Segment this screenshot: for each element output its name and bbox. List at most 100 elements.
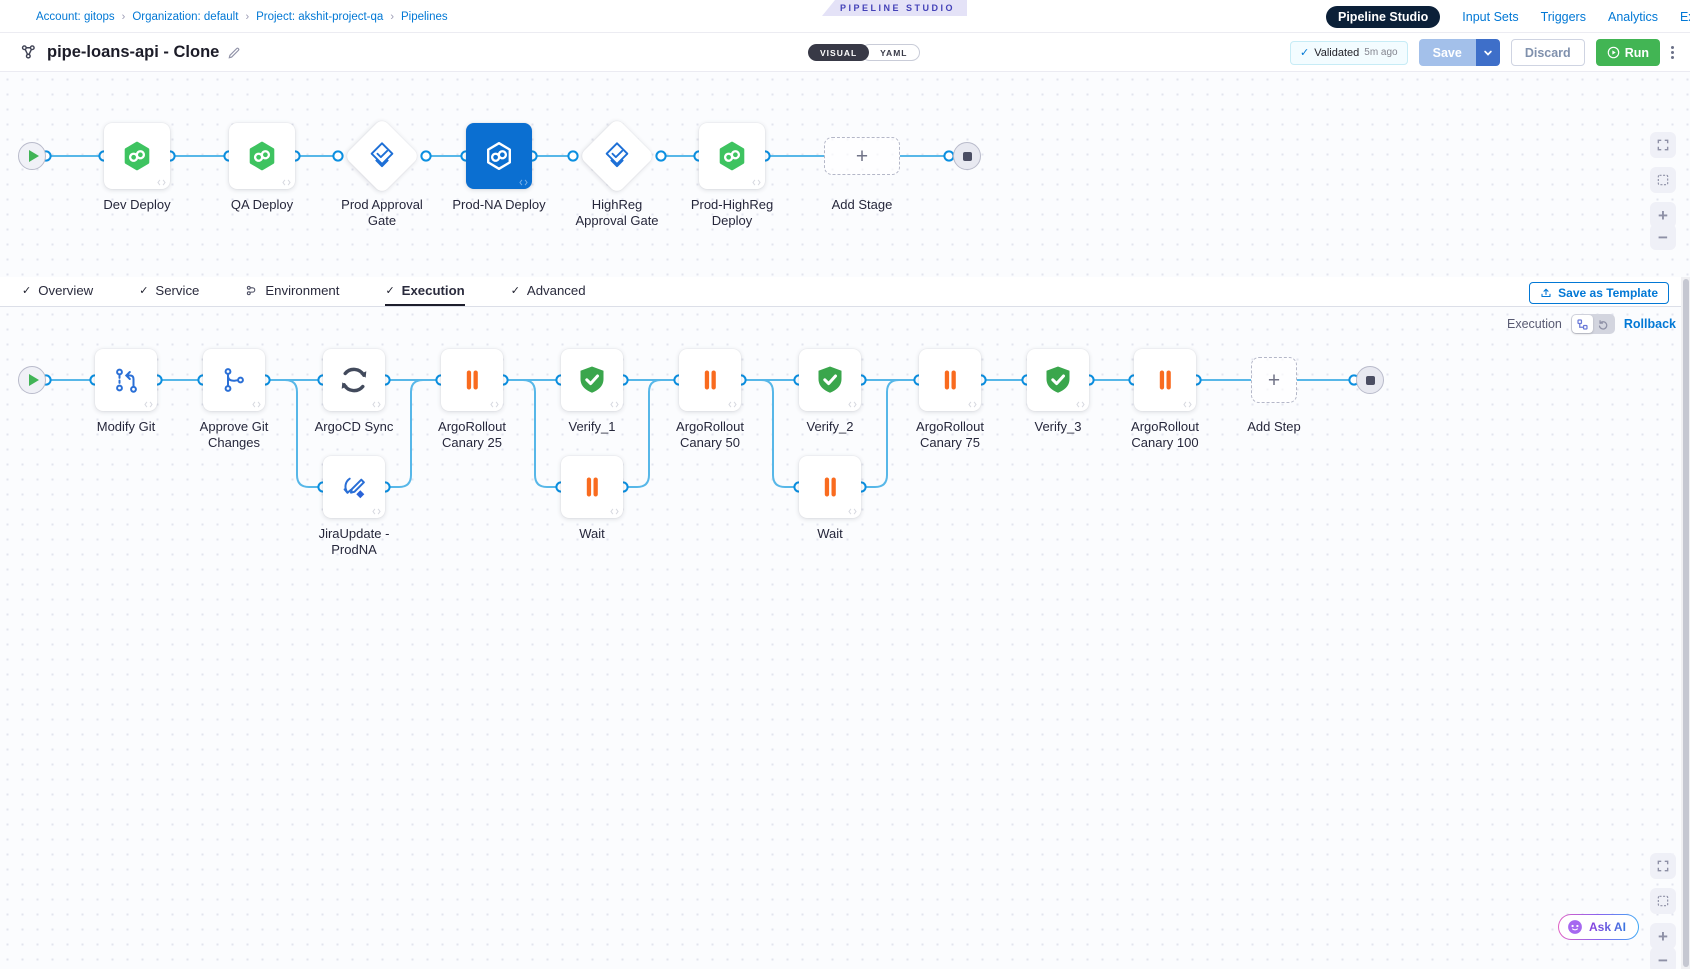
check-icon: ✓ bbox=[510, 285, 520, 297]
breadcrumb-organization[interactable]: Organization: default bbox=[132, 10, 239, 23]
vertical-scrollbar[interactable] bbox=[1681, 277, 1690, 969]
node-id-icon bbox=[282, 179, 291, 186]
step-node-verify-3[interactable] bbox=[1027, 349, 1089, 411]
tab-environment[interactable]: Environment bbox=[245, 277, 339, 306]
zoom-out-button[interactable]: − bbox=[1650, 947, 1676, 969]
add-step-label: Add Step bbox=[1247, 419, 1301, 434]
pause-icon bbox=[1150, 365, 1180, 395]
fullscreen-button[interactable] bbox=[1650, 853, 1676, 879]
breadcrumb-separator: › bbox=[121, 10, 126, 23]
plus-icon: + bbox=[855, 144, 869, 168]
node-id-icon bbox=[610, 508, 619, 515]
zoom-in-button[interactable]: + bbox=[1650, 923, 1676, 949]
scrollbar-thumb[interactable] bbox=[1682, 279, 1689, 967]
step-label: ArgoRollout Canary 25 bbox=[438, 419, 506, 450]
stage-label: Prod-HighReg Deploy bbox=[690, 197, 774, 228]
node-id-icon bbox=[144, 401, 153, 408]
breadcrumb-separator: › bbox=[245, 10, 250, 23]
stage-label: Dev Deploy bbox=[103, 197, 171, 212]
execution-canvas[interactable]: Execution Rollback bbox=[0, 307, 1690, 969]
tab-overview[interactable]: ✓ Overview bbox=[22, 283, 94, 298]
stop-icon bbox=[962, 151, 972, 161]
step-label: ArgoRollout Canary 75 bbox=[916, 419, 984, 450]
stage-node-dev-deploy[interactable] bbox=[104, 123, 170, 189]
node-id-icon bbox=[728, 401, 737, 408]
execution-rollback-toggle[interactable] bbox=[1570, 314, 1615, 334]
pause-icon bbox=[815, 472, 845, 502]
yaml-mode-button[interactable]: YAML bbox=[861, 44, 921, 61]
fullscreen-icon bbox=[1657, 139, 1669, 151]
stage-node-highreg-approval-gate[interactable] bbox=[578, 117, 656, 195]
nav-analytics[interactable]: Analytics bbox=[1607, 9, 1659, 24]
node-id-icon bbox=[372, 508, 381, 515]
nav-triggers[interactable]: Triggers bbox=[1540, 9, 1586, 24]
fullscreen-icon bbox=[1657, 860, 1669, 872]
nav-pipeline-studio[interactable]: Pipeline Studio bbox=[1326, 5, 1441, 28]
stage-start-node bbox=[18, 142, 46, 170]
edit-title-icon[interactable] bbox=[227, 46, 241, 60]
node-id-icon bbox=[157, 179, 166, 186]
tab-service[interactable]: ✓ Service bbox=[139, 283, 200, 298]
rollback-link[interactable]: Rollback bbox=[1623, 317, 1676, 331]
tab-advanced[interactable]: ✓ Advanced bbox=[510, 283, 586, 298]
verify-shield-icon bbox=[1042, 364, 1074, 396]
visual-mode-button[interactable]: VISUAL bbox=[808, 44, 870, 61]
step-node-wait-1[interactable] bbox=[561, 456, 623, 518]
save-dropdown-button[interactable] bbox=[1475, 39, 1500, 66]
step-node-argorollout-canary-100[interactable] bbox=[1134, 349, 1196, 411]
fullscreen-button[interactable] bbox=[1650, 132, 1676, 158]
step-node-verify-1[interactable] bbox=[561, 349, 623, 411]
stage-node-prod-approval-gate[interactable] bbox=[343, 117, 421, 195]
rollback-steps-toggle-icon[interactable] bbox=[1593, 315, 1614, 333]
step-node-approve-git-changes[interactable] bbox=[203, 349, 265, 411]
breadcrumb-account[interactable]: Account: gitops bbox=[36, 10, 115, 23]
step-node-verify-2[interactable] bbox=[799, 349, 861, 411]
step-node-argorollout-canary-25[interactable] bbox=[441, 349, 503, 411]
jira-update-icon bbox=[338, 471, 370, 503]
stage-node-qa-deploy[interactable] bbox=[229, 123, 295, 189]
node-id-icon bbox=[519, 179, 528, 186]
run-button[interactable]: Run bbox=[1595, 39, 1660, 66]
validated-label: Validated bbox=[1314, 46, 1360, 59]
ask-ai-button[interactable]: Ask AI bbox=[1558, 914, 1639, 940]
nav-execution-history[interactable]: Execution History bbox=[1680, 9, 1690, 24]
step-node-modify-git[interactable] bbox=[95, 349, 157, 411]
step-label: Wait bbox=[817, 526, 843, 541]
stage-label: HighReg Approval Gate bbox=[575, 197, 659, 228]
add-step-button[interactable]: + bbox=[1251, 357, 1297, 403]
visual-yaml-toggle: VISUAL YAML bbox=[808, 44, 921, 61]
gitops-stage-icon bbox=[483, 140, 515, 172]
step-node-argocd-sync[interactable] bbox=[323, 349, 385, 411]
zoom-in-button[interactable]: + bbox=[1650, 202, 1676, 228]
play-icon bbox=[28, 150, 39, 162]
step-node-argorollout-canary-50[interactable] bbox=[679, 349, 741, 411]
page-title: pipe-loans-api - Clone bbox=[47, 43, 220, 61]
step-node-argorollout-canary-75[interactable] bbox=[919, 349, 981, 411]
step-node-jiraupdate-prodna[interactable] bbox=[323, 456, 385, 518]
pause-icon bbox=[457, 365, 487, 395]
breadcrumb-separator: › bbox=[390, 10, 394, 23]
stage-canvas[interactable]: Dev Deploy QA Deploy Prod Approval Gate … bbox=[0, 72, 1690, 277]
execution-steps-toggle-icon[interactable] bbox=[1571, 315, 1593, 333]
breadcrumb-project[interactable]: Project: akshit-project-qa bbox=[256, 10, 384, 23]
fit-to-screen-button[interactable] bbox=[1650, 167, 1676, 193]
pause-icon bbox=[935, 365, 965, 395]
node-id-icon bbox=[848, 508, 857, 515]
stage-node-prod-na-deploy[interactable] bbox=[466, 123, 532, 189]
stage-label: Prod-NA Deploy bbox=[452, 197, 546, 212]
add-stage-button[interactable]: + bbox=[824, 137, 900, 175]
more-options-icon[interactable] bbox=[1671, 46, 1674, 59]
step-label: ArgoRollout Canary 100 bbox=[1131, 419, 1199, 450]
discard-button[interactable]: Discard bbox=[1510, 39, 1585, 66]
stage-node-prod-highreg-deploy[interactable] bbox=[699, 123, 765, 189]
breadcrumb-pipelines[interactable]: Pipelines bbox=[400, 10, 448, 23]
step-node-wait-2[interactable] bbox=[799, 456, 861, 518]
zoom-out-button[interactable]: − bbox=[1650, 224, 1676, 250]
save-button[interactable]: Save bbox=[1418, 39, 1476, 66]
fit-to-screen-button[interactable] bbox=[1650, 888, 1676, 914]
verify-shield-icon bbox=[576, 364, 608, 396]
save-as-template-button[interactable]: Save as Template bbox=[1529, 282, 1669, 304]
top-bar: Account: gitops › Organization: default … bbox=[0, 0, 1690, 33]
nav-input-sets[interactable]: Input Sets bbox=[1462, 9, 1519, 24]
tab-execution[interactable]: ✓ Execution bbox=[385, 277, 465, 306]
